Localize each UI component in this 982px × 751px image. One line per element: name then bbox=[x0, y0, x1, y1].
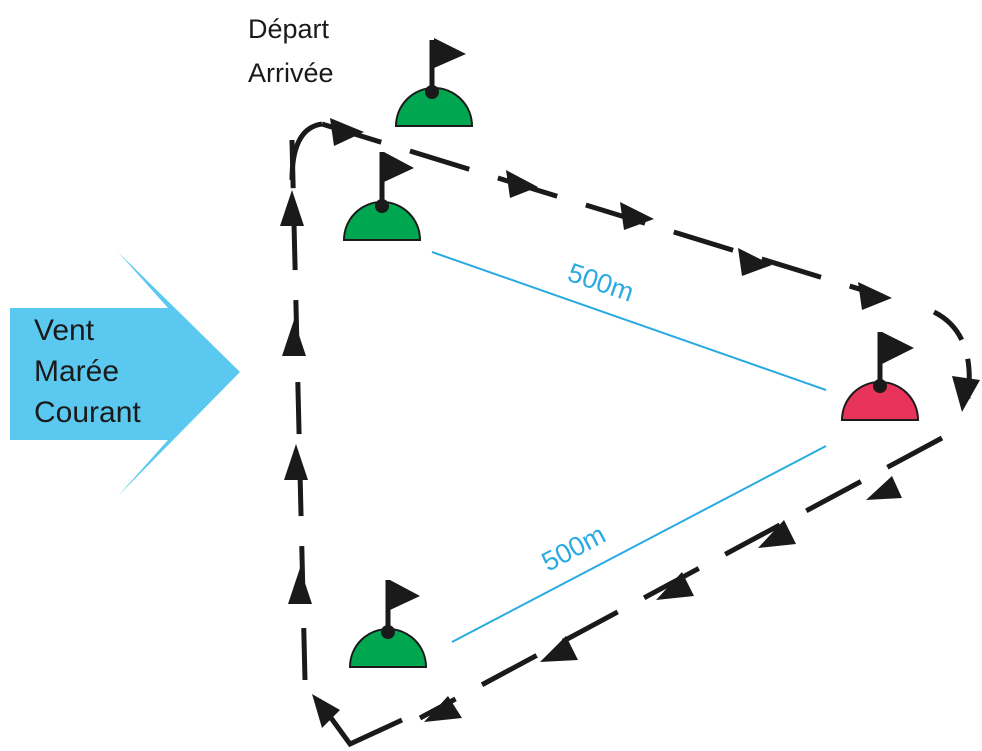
wind-arrow-shape bbox=[10, 252, 240, 496]
arrowhead bbox=[540, 636, 578, 662]
arrowhead bbox=[284, 444, 308, 480]
arrowhead bbox=[330, 118, 364, 146]
buoy-mark-1 bbox=[342, 152, 422, 241]
distance-line-top bbox=[431, 251, 827, 391]
buoy-knob bbox=[375, 199, 389, 213]
buoy-knob bbox=[425, 85, 439, 99]
buoy-mark-3 bbox=[348, 580, 428, 668]
arrowhead bbox=[280, 190, 304, 226]
buoy-knob bbox=[381, 625, 395, 639]
course-corner-top-left bbox=[289, 121, 323, 181]
arrowhead bbox=[952, 376, 980, 412]
flag-icon bbox=[882, 332, 914, 364]
tide-label: Marée bbox=[34, 355, 119, 388]
start-label: Départ bbox=[248, 14, 330, 44]
buoy-mark-2 bbox=[840, 332, 920, 421]
course-leg-top bbox=[321, 121, 883, 299]
arrowhead bbox=[288, 568, 312, 604]
buoy-start-finish bbox=[394, 38, 474, 127]
finish-label: Arrivée bbox=[248, 58, 334, 88]
arrowhead bbox=[620, 202, 654, 230]
buoy-knob bbox=[873, 379, 887, 393]
arrowhead bbox=[282, 320, 306, 356]
arrowhead bbox=[424, 696, 462, 722]
arrowhead bbox=[858, 282, 892, 310]
arrowhead bbox=[656, 572, 694, 600]
distance-line-bottom bbox=[451, 445, 827, 643]
wind-label: Vent bbox=[34, 314, 95, 347]
wind-arrow: Vent Marée Courant bbox=[10, 252, 240, 496]
distance-label-bottom: 500m bbox=[537, 519, 611, 577]
flag-icon bbox=[390, 580, 420, 610]
arrowhead bbox=[506, 170, 538, 198]
current-label: Courant bbox=[34, 396, 141, 429]
arrowhead bbox=[312, 694, 340, 728]
flag-icon bbox=[384, 152, 414, 182]
arrowhead bbox=[866, 476, 902, 500]
arrowhead bbox=[738, 248, 772, 276]
flag-icon bbox=[434, 38, 466, 68]
arrowhead bbox=[758, 520, 796, 548]
course-arrowheads bbox=[280, 118, 980, 728]
distance-label-top: 500m bbox=[564, 257, 638, 307]
